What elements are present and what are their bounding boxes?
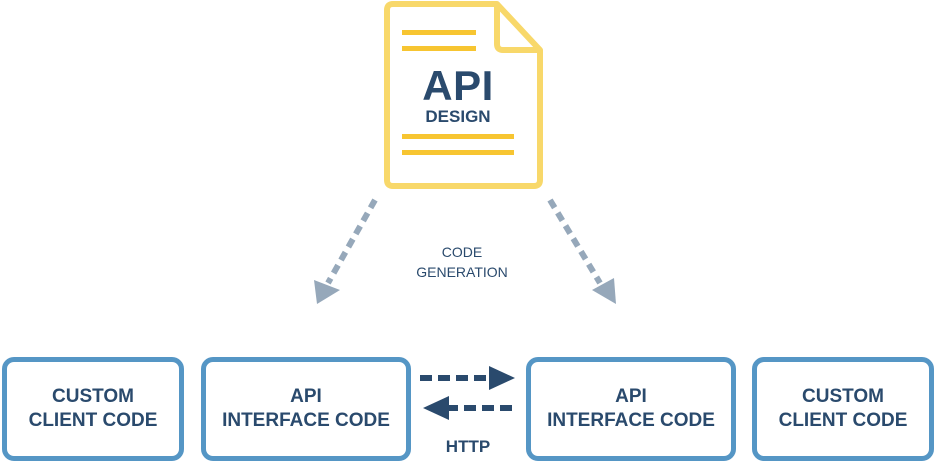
box-label-line-1: API — [615, 386, 647, 407]
api-interface-code-box-right: API INTERFACE CODE — [526, 357, 736, 461]
document-line-2 — [402, 46, 476, 51]
box-label-line-2: INTERFACE CODE — [547, 410, 715, 431]
box-label-line-2: CLIENT CODE — [778, 410, 908, 431]
api-design-document-icon — [384, 1, 543, 189]
document-line-4 — [402, 150, 514, 155]
box-label-line-1: API — [290, 386, 322, 407]
code-generation-label-line-2: GENERATION — [416, 264, 508, 280]
box-label-line-2: INTERFACE CODE — [222, 410, 390, 431]
custom-client-code-box-right: CUSTOM CLIENT CODE — [752, 357, 934, 461]
code-generation-arrow-right — [547, 198, 616, 304]
document-line-1 — [402, 30, 476, 35]
document-title: API — [422, 62, 494, 109]
http-response-arrow — [423, 396, 516, 420]
code-generation-label-line-1: CODE — [441, 244, 483, 260]
code-generation-arrow-left — [314, 198, 378, 304]
custom-client-code-box-left: CUSTOM CLIENT CODE — [2, 357, 184, 461]
http-label: HTTP — [445, 437, 491, 456]
api-interface-code-box-left: API INTERFACE CODE — [201, 357, 411, 461]
http-request-arrow — [420, 366, 515, 390]
box-label-line-2: CLIENT CODE — [28, 410, 158, 431]
document-line-3 — [402, 134, 514, 139]
box-label-line-1: CUSTOM — [52, 386, 134, 407]
box-label-line-1: CUSTOM — [802, 386, 884, 407]
document-subtitle: DESIGN — [425, 107, 491, 126]
